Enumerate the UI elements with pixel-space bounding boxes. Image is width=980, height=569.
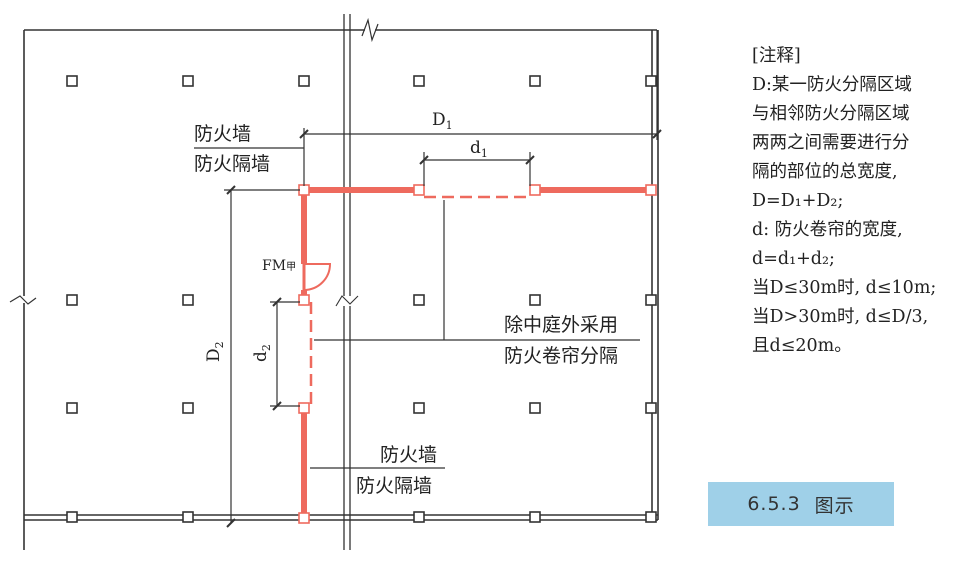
grid-double-line: [335, 14, 359, 550]
leader-lines: [194, 147, 640, 469]
notes-line: D:某一防火分隔区域: [752, 75, 912, 95]
notes-line: 隔的部位的总宽度,: [752, 162, 898, 182]
notes-line: 与相邻防火分隔区域: [752, 104, 910, 124]
notes-line: D=D₁+D₂;: [752, 191, 844, 211]
notes-line: 两两之间需要进行分: [752, 133, 910, 153]
columns: [66, 75, 657, 523]
fire-shutter-label-2: 防火卷帘分隔: [504, 345, 618, 367]
notes-line: d: 防火卷帘的宽度,: [752, 220, 903, 240]
figure-caption: 6.5.3 图示: [708, 482, 894, 526]
fire-walls: [301, 187, 649, 516]
notes-line: 且d≤20m。: [752, 336, 852, 356]
fire-door-label: FM甲: [262, 258, 296, 274]
bottom-fire-wall-label-1: 防火墙: [380, 444, 437, 466]
outer-walls: [9, 17, 659, 550]
top-fire-wall-label-2: 防火隔墙: [194, 153, 270, 175]
top-fire-wall-label-1: 防火墙: [194, 123, 251, 145]
dimension-d2-label: d2: [251, 344, 273, 362]
figure-title: 图示: [814, 494, 855, 517]
notes-panel: [注释] D:某一防火分隔区域 与相邻防火分隔区域 两两之间需要进行分 隔的部位…: [752, 42, 978, 361]
bottom-fire-wall-label-2: 防火隔墙: [356, 475, 432, 497]
notes-line: 当D>30m时, d≤D/3,: [752, 307, 929, 327]
notes-line: 当D≤30m时, d≤10m;: [752, 278, 937, 298]
notes-line: d=d₁+d₂;: [752, 249, 835, 269]
figure-number: 6.5.3: [747, 493, 801, 515]
dimension-lines: [224, 30, 662, 528]
dimension-D2-label: D2: [204, 341, 226, 362]
fire-door-symbol: [302, 263, 332, 292]
notes-title: [注释]: [752, 46, 801, 66]
fire-shutter-label-1: 除中庭外采用: [504, 314, 618, 336]
dimension-d1-label: d1: [470, 138, 488, 160]
dimension-D1-label: D1: [432, 110, 453, 132]
